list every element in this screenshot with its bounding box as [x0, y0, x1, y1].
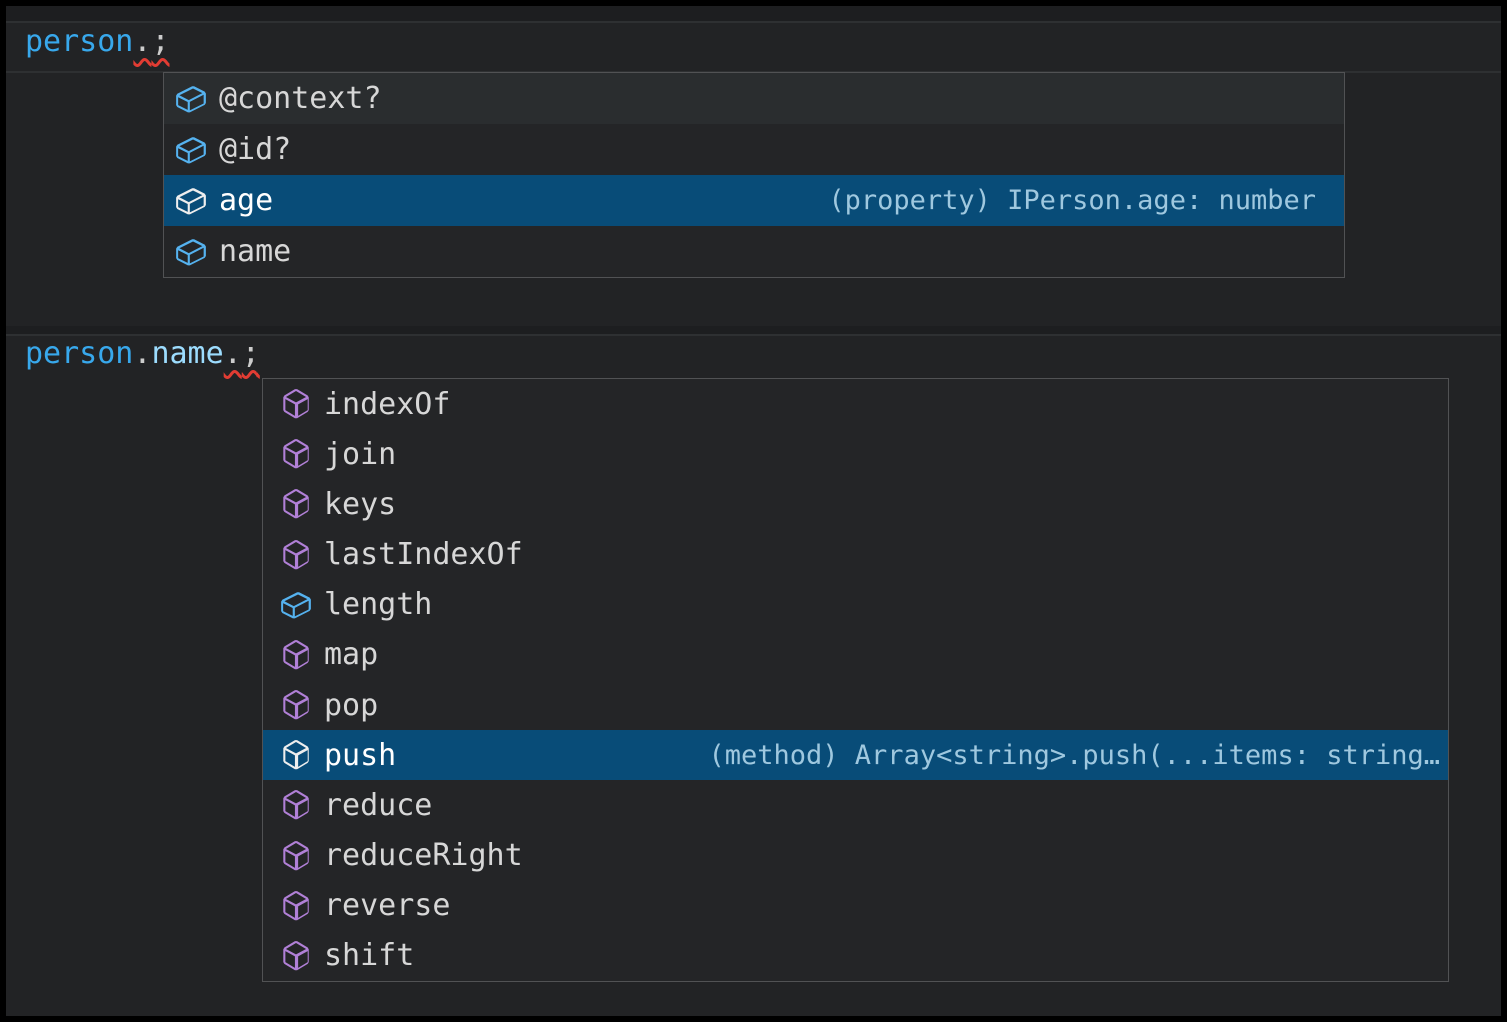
suggest-item-length[interactable]: length	[263, 580, 1448, 630]
row-separator	[6, 21, 1501, 23]
symbol-field-icon	[174, 82, 208, 116]
suggest-item-label: push	[324, 737, 397, 773]
suggest-item-label: @context?	[219, 81, 382, 116]
symbol-method-icon	[279, 889, 313, 923]
symbol-method-icon	[279, 387, 313, 421]
symbol-method-icon	[279, 939, 313, 973]
suggest-item-label: map	[324, 637, 379, 673]
suggest-widget: @context? @id? age (property) IPerson.age: …	[163, 72, 1345, 278]
symbol-method-icon	[279, 638, 313, 672]
suggest-item-label: join	[324, 436, 397, 472]
suggest-item-map[interactable]: map	[263, 630, 1448, 680]
code-token-error: .	[223, 336, 242, 371]
suggest-item-keys[interactable]: keys	[263, 479, 1448, 529]
suggest-item-id[interactable]: @id?	[164, 124, 1344, 175]
suggest-item-label: lastIndexOf	[324, 537, 523, 573]
symbol-field-icon	[174, 184, 208, 218]
code-token-error: .	[133, 24, 152, 59]
suggest-item-label: name	[219, 234, 292, 269]
suggest-item-indexof[interactable]: indexOf	[263, 379, 1448, 429]
symbol-method-icon	[279, 487, 313, 521]
suggest-item-push[interactable]: push (method) Array<string>.push(...items…	[263, 730, 1448, 781]
suggest-item-label: reduce	[324, 787, 433, 823]
editor-content: person.; @context? @id? age (property) IPer…	[6, 6, 1501, 1016]
suggest-item-join[interactable]: join	[263, 429, 1448, 479]
suggest-item-reverse[interactable]: reverse	[263, 881, 1448, 931]
symbol-method-icon	[279, 738, 313, 772]
symbol-field-icon	[279, 588, 313, 622]
suggest-item-reduceright[interactable]: reduceRight	[263, 831, 1448, 881]
code-line-person-name[interactable]: person.name.;	[25, 330, 260, 378]
row-separator	[6, 334, 1501, 336]
code-line-person[interactable]: person.;	[25, 18, 170, 66]
suggest-item-context[interactable]: @context?	[164, 73, 1344, 124]
top-band	[6, 6, 1501, 21]
suggest-item-label: length	[324, 587, 433, 623]
suggest-item-name[interactable]: name	[164, 226, 1344, 277]
symbol-method-icon	[279, 538, 313, 572]
symbol-method-icon	[279, 839, 313, 873]
suggest-item-label: age	[219, 183, 274, 218]
suggest-item-pop[interactable]: pop	[263, 680, 1448, 730]
symbol-field-icon	[174, 133, 208, 167]
suggest-item-label: @id?	[219, 132, 292, 167]
suggest-item-detail: (property) IPerson.age: number	[828, 185, 1316, 216]
suggest-item-label: pop	[324, 687, 379, 723]
code-token: name	[151, 336, 224, 371]
suggest-item-shift[interactable]: shift	[263, 931, 1448, 981]
suggest-item-label: indexOf	[324, 386, 451, 422]
code-token-error: ;	[151, 24, 170, 59]
suggest-item-age[interactable]: age (property) IPerson.age: number	[164, 175, 1344, 226]
code-token-error: ;	[241, 336, 260, 371]
suggest-item-reduce[interactable]: reduce	[263, 780, 1448, 830]
suggest-item-label: reduceRight	[324, 838, 523, 874]
suggest-item-label: keys	[324, 486, 397, 522]
suggest-item-label: reverse	[324, 888, 451, 924]
symbol-method-icon	[279, 437, 313, 471]
suggest-item-detail: (method) Array<string>.push(...items: st…	[708, 739, 1441, 771]
symbol-method-icon	[279, 688, 313, 722]
symbol-field-icon	[174, 235, 208, 269]
code-token: person	[25, 24, 134, 59]
suggest-widget: indexOf join keys lastIndexOf length map pop pu…	[262, 378, 1449, 982]
code-token: person	[25, 336, 134, 371]
seam-band	[6, 326, 1501, 334]
suggest-item-label: shift	[324, 938, 415, 974]
suggest-item-lastindexof[interactable]: lastIndexOf	[263, 530, 1448, 580]
code-token: .	[133, 336, 152, 371]
symbol-method-icon	[279, 788, 313, 822]
